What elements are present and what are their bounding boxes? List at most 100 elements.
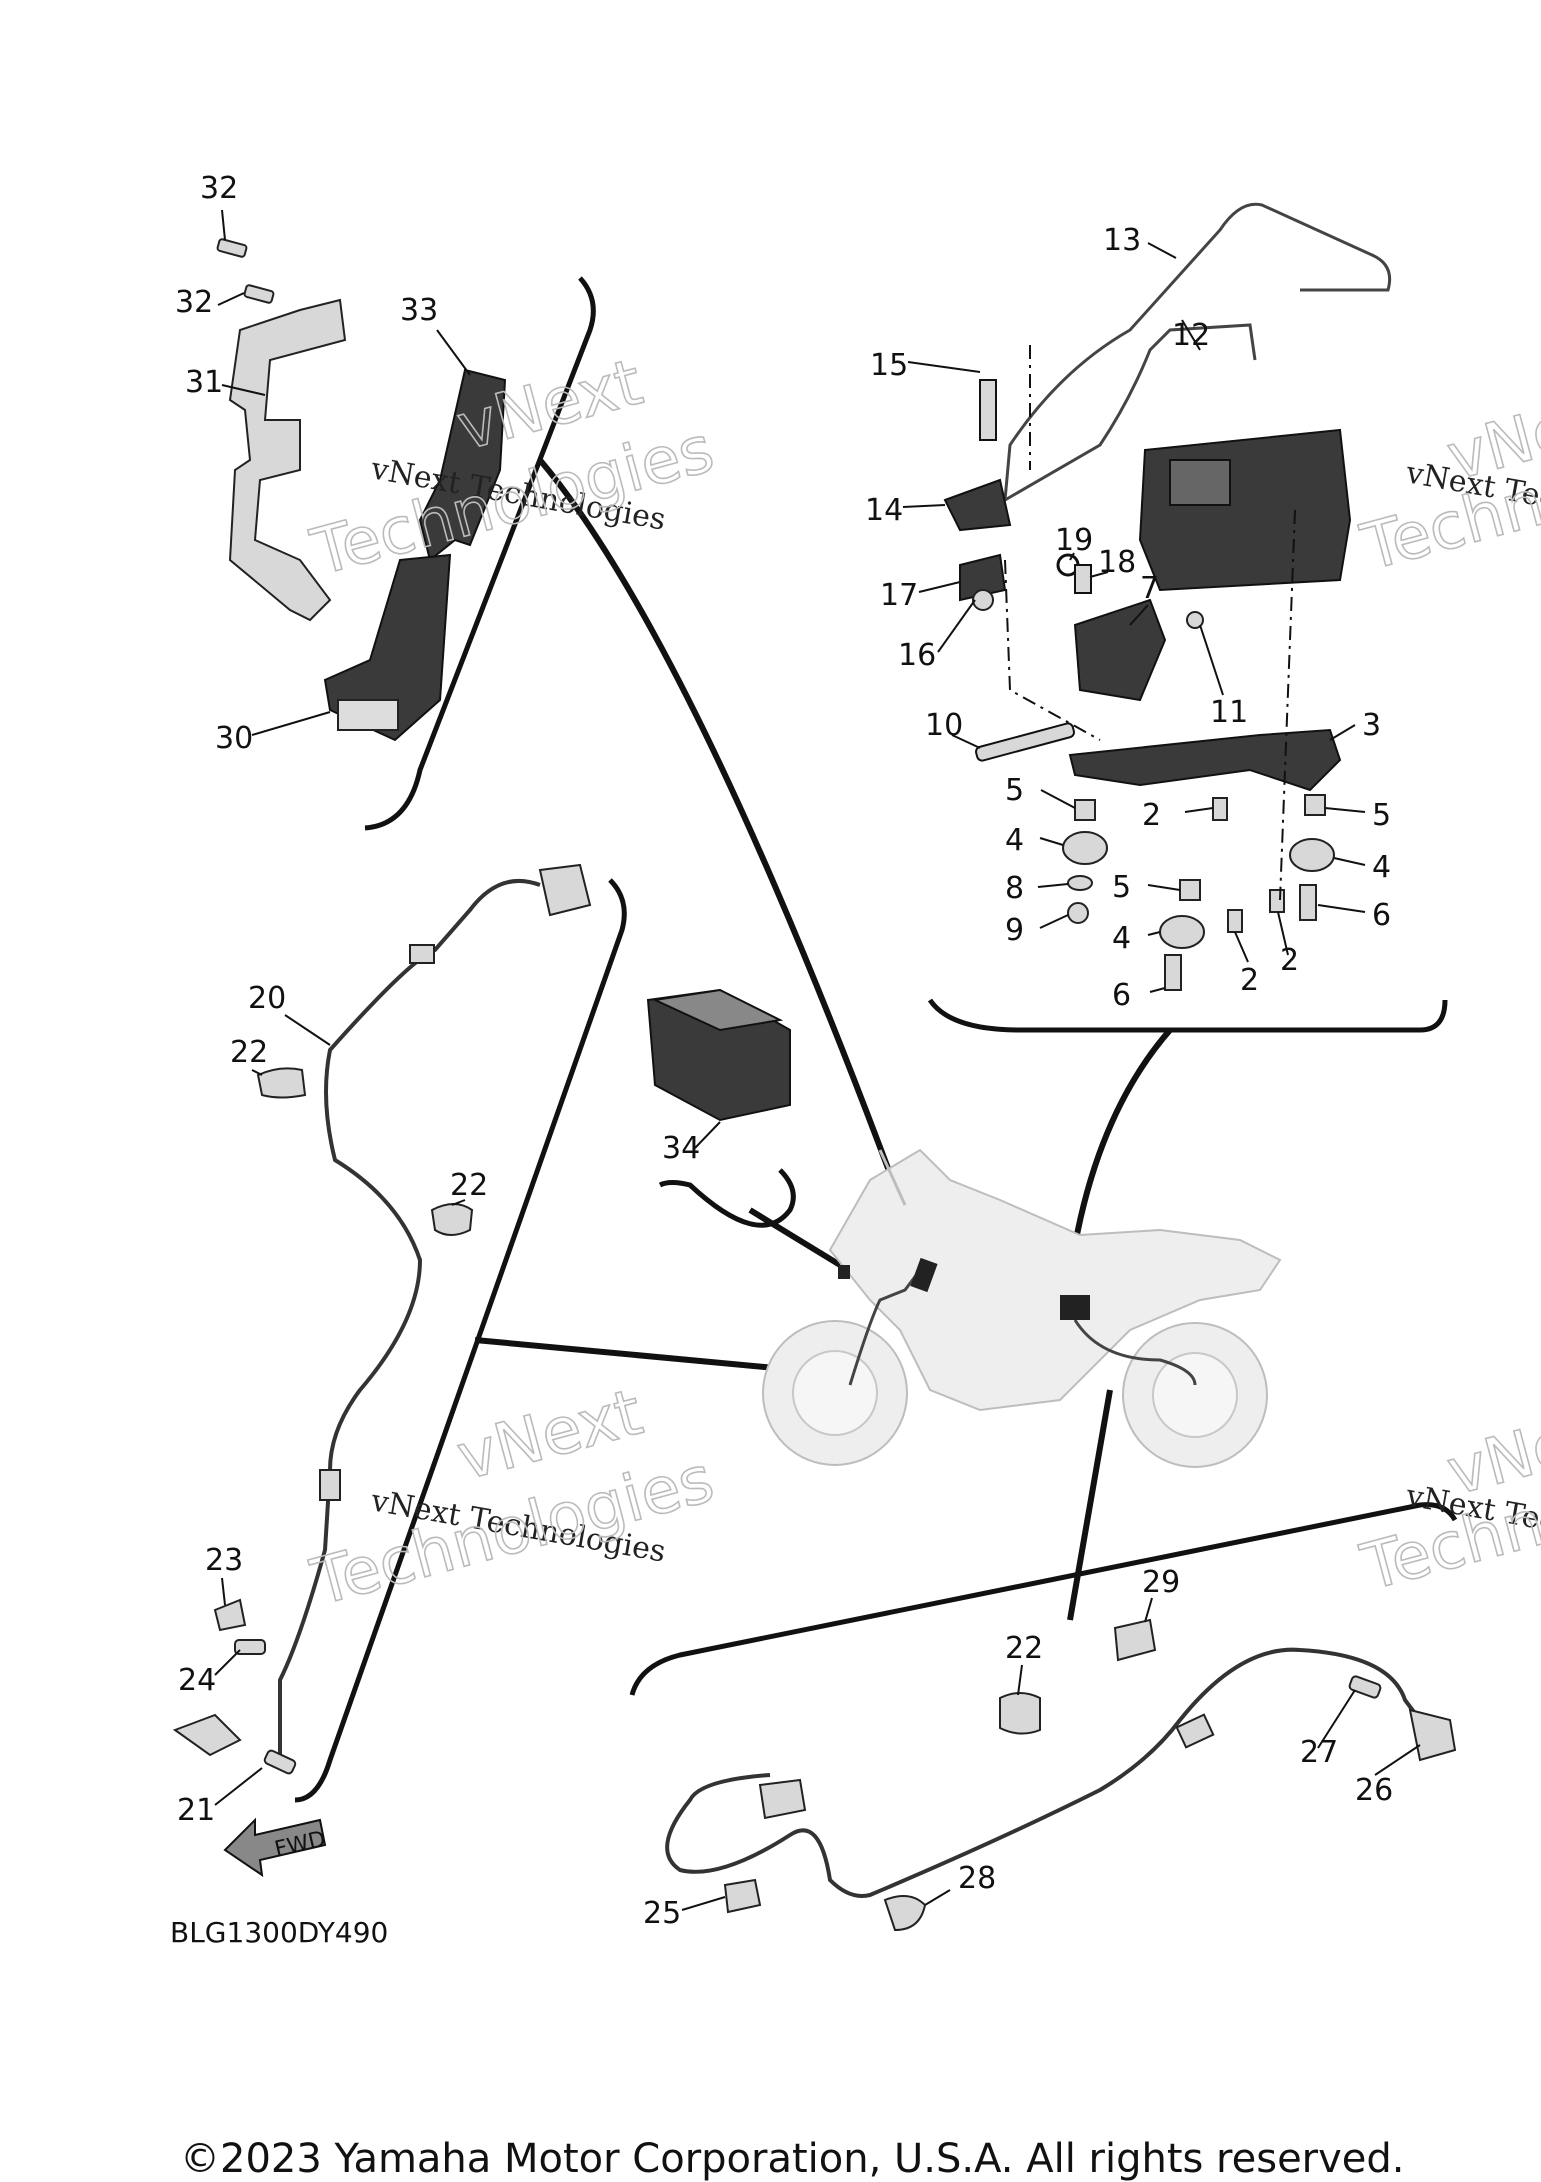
brake-pipe-12 [1004, 323, 1257, 502]
frame-ecu-section [364, 276, 596, 831]
section-frames [294, 276, 1458, 1803]
leader-5a [1040, 789, 1076, 809]
leader-26 [1374, 1744, 1421, 1776]
ecu-connector [337, 699, 399, 731]
callout-18: 18 [1098, 545, 1136, 580]
copyright-notice: ©2023 Yamaha Motor Corporation, U.S.A. A… [180, 2136, 1405, 2182]
bolt-27 [1348, 1675, 1382, 1699]
fwd-arrow: FWD [223, 1817, 328, 1878]
leader-24 [214, 1649, 241, 1676]
leader-2b [1234, 931, 1249, 963]
leader-8 [1037, 883, 1069, 888]
bracket-7 [1073, 598, 1167, 702]
leader-22a [251, 1069, 263, 1076]
callout-12: 12 [1172, 318, 1210, 353]
leader-10 [951, 734, 981, 749]
bolt-24 [234, 1639, 266, 1655]
damper-4b [1289, 838, 1335, 872]
callout-5c: 5 [1112, 870, 1131, 905]
leader-6b [1149, 987, 1166, 993]
callout-22c: 22 [1005, 1631, 1043, 1666]
leader-19 [1069, 552, 1075, 561]
callout-6a: 6 [1372, 898, 1391, 933]
bolt-18 [1074, 564, 1092, 594]
leader-5c [1147, 884, 1181, 891]
leader-30 [251, 711, 331, 736]
callout-5a: 5 [1005, 773, 1024, 808]
abs-unit-on-bike [1060, 1295, 1090, 1320]
bolt-32a [216, 238, 248, 258]
callout-23: 23 [205, 1543, 243, 1578]
front-sensor-lead-20 [278, 878, 541, 1760]
frame-sensor-module-section [658, 1168, 796, 1228]
callout-25: 25 [643, 1896, 681, 1931]
bolt-21 [263, 1749, 297, 1775]
leader-6a [1317, 904, 1366, 913]
ecu-bracket [228, 298, 347, 622]
callout-5b: 5 [1372, 798, 1391, 833]
leader-7 [1129, 604, 1149, 626]
callout-19: 19 [1055, 523, 1093, 558]
callout-3: 3 [1362, 708, 1381, 743]
leader-4c [1147, 931, 1161, 936]
clip-23 [213, 1598, 247, 1632]
leader-31 [221, 384, 266, 396]
callout-17: 17 [880, 578, 918, 613]
callout-10: 10 [925, 708, 963, 743]
leader-28 [924, 1889, 951, 1906]
bolt-2a [1212, 797, 1228, 821]
dash-line-c [1279, 509, 1296, 901]
leader-29 [1144, 1597, 1153, 1623]
holder-28 [883, 1895, 927, 1932]
bracket-17 [959, 553, 1007, 602]
rear-hub [1152, 1352, 1238, 1438]
callout-7: 7 [1140, 571, 1159, 606]
leader-9 [1039, 914, 1069, 929]
leader-20 [284, 1014, 331, 1046]
callout-labels: 32 32 31 33 30 13 12 15 14 19 18 17 7 16… [175, 171, 1393, 1931]
leader-25 [681, 1896, 726, 1911]
callout-24: 24 [178, 1663, 216, 1698]
leader-5b [1324, 807, 1366, 813]
pointer-rear-sensor [1067, 1389, 1113, 1621]
callout-8: 8 [1005, 871, 1024, 906]
collar-5b [1304, 794, 1326, 816]
callout-22a: 22 [230, 1035, 268, 1070]
leader-18 [1089, 571, 1109, 578]
leader-32a [221, 209, 226, 241]
sensor-module-top [651, 988, 784, 1032]
leader-3 [1329, 724, 1356, 741]
rear-harness-on-bike [1073, 1319, 1197, 1386]
bolt-2b [1227, 909, 1243, 933]
abs-section [902, 202, 1392, 993]
watermarks: vNext Technologies vNext Technologies vN… [303, 345, 1541, 1622]
callout-21: 21 [177, 1793, 215, 1828]
fwd-arrow-icon [223, 1817, 327, 1878]
ecu-on-bike [910, 1257, 938, 1293]
front-wheel-sensor-21 [172, 1713, 242, 1757]
front-harness-on-bike [848, 1269, 922, 1386]
callout-22b: 22 [450, 1168, 488, 1203]
joint-14 [943, 478, 1012, 532]
callout-14: 14 [865, 493, 903, 528]
leader-2a [1184, 807, 1214, 813]
clamp-22a [256, 1067, 307, 1099]
callout-28: 28 [958, 1861, 996, 1896]
front-lead-grommet-a [409, 944, 435, 964]
callout-4b: 4 [1372, 850, 1391, 885]
bolt-2c [1269, 889, 1285, 913]
bracket-3 [1068, 728, 1342, 792]
leader-32b [217, 292, 245, 306]
nut-11 [1186, 611, 1204, 629]
callout-31: 31 [185, 365, 223, 400]
motorcycle-illustration [762, 1148, 1282, 1468]
clamp-22c [999, 1692, 1041, 1735]
front-hub [792, 1350, 878, 1436]
leader-17 [918, 581, 961, 593]
pointer-abs [1072, 1028, 1173, 1246]
collar-5c [1179, 879, 1201, 901]
diagram-code: BLG1300DY490 [170, 1916, 388, 1949]
leader-27 [1317, 1689, 1356, 1749]
sensor-module-on-bike [838, 1265, 850, 1279]
pointer-sensor-module [748, 1207, 842, 1268]
